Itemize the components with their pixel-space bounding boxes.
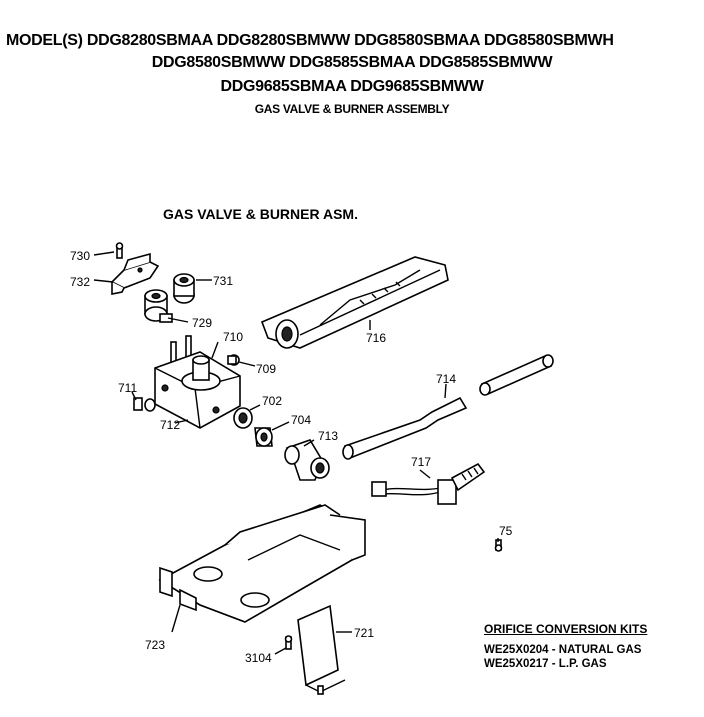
model-list-line-2: DDG8580SBMWW DDG8585SBMAA DDG8585SBMWW [151,54,553,71]
part-716-burner[interactable] [260,256,449,349]
label-713: 713 [318,429,338,443]
model-list-line-3: DDG9685SBMAA DDG9685SBMWW [220,78,484,95]
label-730: 730 [70,249,90,263]
orifice-kit-natural-gas: WE25X0204 - NATURAL GAS [484,644,642,656]
label-729: 729 [192,316,212,330]
label-75: 75 [499,524,513,538]
part-709-plug[interactable] [227,354,240,366]
part-704-orifice[interactable] [254,427,273,447]
label-711: 711 [118,381,137,395]
label-732: 732 [70,275,90,289]
part-711-screw[interactable] [133,397,156,412]
label-714: 714 [436,372,456,386]
label-721: 721 [354,626,374,640]
part-717-igniter[interactable] [371,462,486,505]
label-710: 710 [223,330,243,344]
label-716: 716 [366,331,386,345]
label-717: 717 [411,455,431,469]
label-731: 731 [213,274,233,288]
part-732-bracket[interactable] [110,252,160,295]
part-3104-screw[interactable] [284,635,293,650]
label-704: 704 [291,413,311,427]
diagram-subtitle: GAS VALVE & BURNER ASSEMBLY [254,102,450,116]
part-723-burner-bracket[interactable] [158,504,366,623]
part-730-screw[interactable] [115,242,124,259]
model-list-line-1: MODEL(S) DDG8280SBMAA DDG8280SBMWW DDG85… [6,32,614,49]
label-712: 712 [160,418,180,432]
label-723: 723 [145,638,165,652]
leader-lines [93,251,499,655]
label-702: 702 [262,394,282,408]
label-709: 709 [256,362,276,376]
part-702-nut[interactable] [233,407,253,429]
part-731-coil[interactable] [173,273,195,304]
part-713-elbow[interactable] [284,439,330,481]
part-710-gas-valve[interactable] [154,335,241,429]
orifice-kit-lp-gas: WE25X0217 - L.P. GAS [484,658,607,670]
part-721-shield[interactable] [297,604,346,695]
orifice-kits-block: ORIFICE CONVERSION KITS WE25X0204 - NATU… [484,622,647,671]
part-714-gas-tube[interactable] [342,354,554,460]
orifice-kits-heading: ORIFICE CONVERSION KITS [484,622,648,636]
part-729-coil[interactable] [144,289,173,323]
assembly-title: GAS VALVE & BURNER ASM. [163,206,358,222]
label-3104: 3104 [245,651,272,665]
